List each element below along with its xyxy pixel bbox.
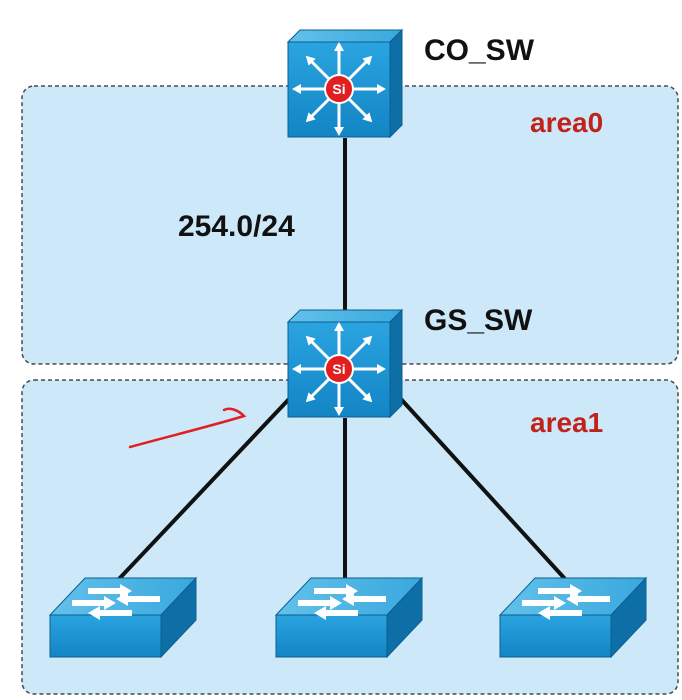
distribution-switch-label: GS_SW xyxy=(424,304,533,337)
link-distribution-to-access-1 xyxy=(116,396,292,582)
access-switch-1[interactable] xyxy=(48,576,198,659)
access-switch-2[interactable] xyxy=(274,576,424,659)
si-badge xyxy=(324,354,354,384)
layer2-switch-icon xyxy=(274,576,424,659)
access-switch-3[interactable] xyxy=(498,576,648,659)
layer3-switch-icon: Si xyxy=(286,308,404,419)
si-badge-text: Si xyxy=(332,81,345,97)
annotation-arrow xyxy=(128,407,247,449)
si-badge-text: Si xyxy=(332,361,345,377)
link-subnet-label: 254.0/24 xyxy=(178,210,295,243)
layer3-switch-icon: Si xyxy=(286,28,404,139)
core-switch[interactable]: Si xyxy=(286,28,404,139)
area0-label: area0 xyxy=(530,107,603,138)
link-distribution-to-access-3 xyxy=(398,396,568,582)
core-switch-label: CO_SW xyxy=(424,34,535,67)
distribution-switch[interactable]: Si xyxy=(286,308,404,419)
layer2-switch-icon xyxy=(498,576,648,659)
area1-label: area1 xyxy=(530,407,603,438)
si-badge xyxy=(324,74,354,104)
layer2-switch-icon xyxy=(48,576,198,659)
